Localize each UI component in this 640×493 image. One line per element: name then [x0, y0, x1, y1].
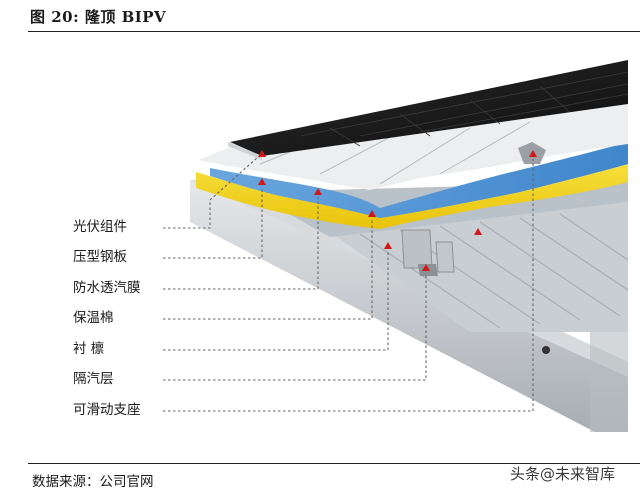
insulation-layer [196, 164, 628, 229]
layer-label-steel: 压型钢板 [73, 249, 127, 265]
layer-label-membrane: 防水透汽膜 [73, 280, 141, 296]
leader-lines [163, 156, 534, 412]
watermark: 头条@未来智库 [510, 465, 616, 483]
source-rule [28, 463, 640, 464]
roof-layer-diagram [163, 60, 629, 432]
layer-label-purlin: 衬 檩 [73, 341, 105, 357]
sliding-support-bracket [401, 229, 455, 276]
bolt-icon [542, 346, 550, 354]
layer-label-support: 可滑动支座 [73, 402, 141, 418]
membrane-layer [210, 142, 628, 218]
layer-label-vapor: 隔汽层 [73, 371, 114, 387]
layer-label-pv: 光伏组件 [73, 219, 127, 235]
layer-markers [258, 150, 537, 271]
source-note: 数据来源：公司官网 [32, 474, 154, 490]
layer-label-insulation: 保温棉 [73, 310, 114, 326]
pv-module-array [228, 60, 629, 160]
figure-title: 图 20: 隆顶 BIPV [30, 8, 167, 26]
title-rule [28, 31, 640, 32]
